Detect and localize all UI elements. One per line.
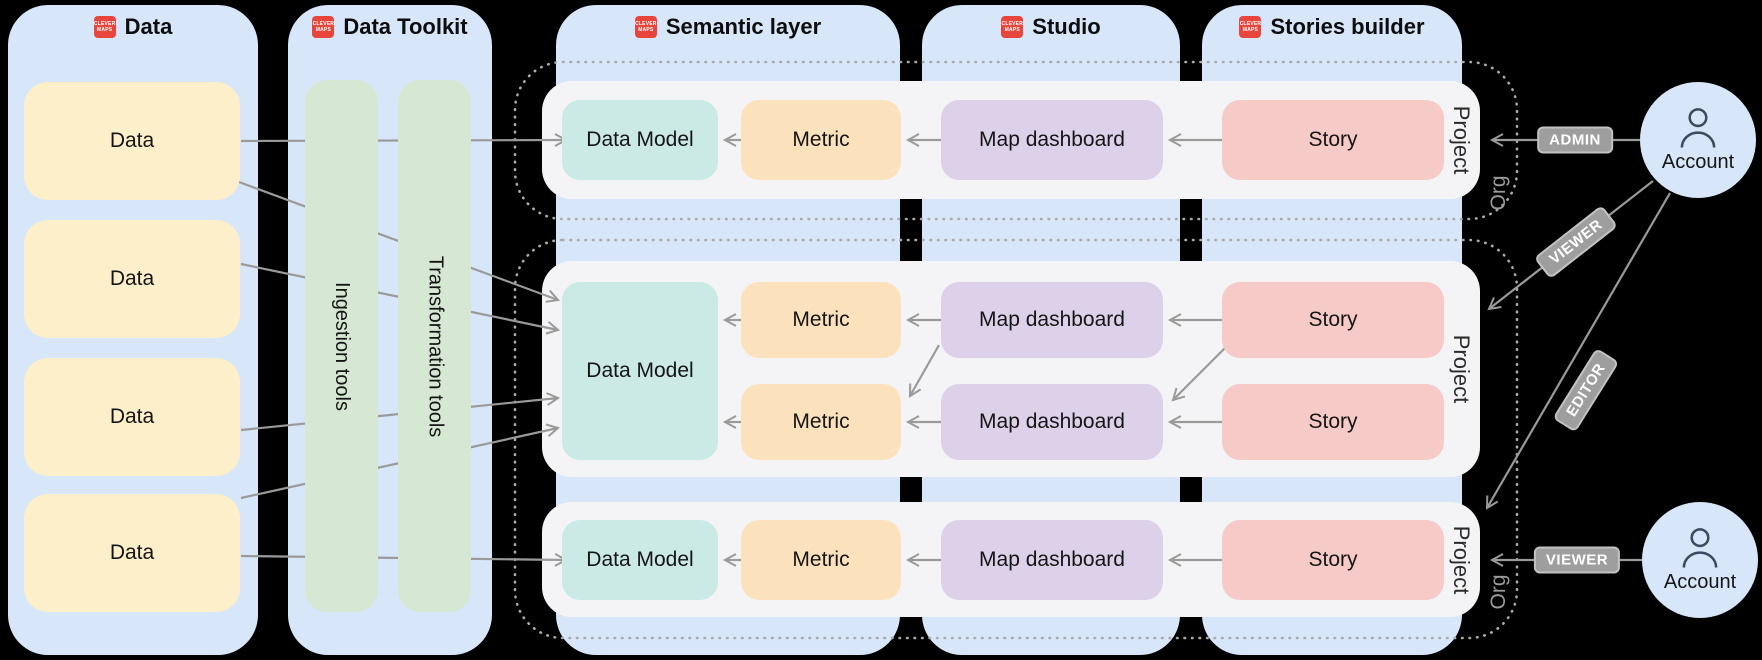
role-badge-admin: ADMIN <box>1537 126 1613 154</box>
person-icon <box>1680 108 1716 148</box>
story-box: Story <box>1222 520 1444 600</box>
transformation-tools-bar: Transformation tools <box>398 80 471 612</box>
project-label: Project <box>1449 525 1475 594</box>
metric-box: Metric <box>741 384 901 460</box>
story-box: Story <box>1222 384 1444 460</box>
data-source-box: Data <box>24 82 240 200</box>
org-label: Org <box>1487 574 1510 610</box>
data-source-box: Data <box>24 494 240 612</box>
column-title: Studio <box>1032 14 1101 39</box>
account-node: Account <box>1642 502 1758 618</box>
account-label: Account <box>1661 151 1735 173</box>
org-label: Org <box>1487 175 1510 211</box>
account-label: Account <box>1663 571 1737 593</box>
map-dashboard-box: Map dashboard <box>941 384 1163 460</box>
map-dashboard-box: Map dashboard <box>941 100 1163 180</box>
ingestion-tools-bar: Ingestion tools <box>305 80 378 612</box>
account-node: Account <box>1640 82 1756 198</box>
column-title: Semantic layer <box>665 14 822 39</box>
data-model-box: Data Model <box>562 100 718 180</box>
column-title: Data <box>124 14 173 39</box>
project-label: Project <box>1449 105 1475 175</box>
column-title: Data Toolkit <box>343 14 468 39</box>
data-source-box: Data <box>24 220 240 338</box>
story-box: Story <box>1222 282 1444 358</box>
data-model-box: Data Model <box>562 520 718 600</box>
story-box: Story <box>1222 100 1444 180</box>
data-source-box: Data <box>24 358 240 476</box>
metric-box: Metric <box>741 100 901 180</box>
data-model-box: Data Model <box>562 282 718 460</box>
person-icon <box>1682 528 1718 568</box>
role-badge-editor: EDITOR <box>1552 347 1620 433</box>
role-badge-viewer: VIEWER <box>1533 204 1619 280</box>
role-badge-viewer: VIEWER <box>1533 546 1621 574</box>
project-label: Project <box>1449 334 1475 404</box>
map-dashboard-box: Map dashboard <box>941 520 1163 600</box>
metric-box: Metric <box>741 520 901 600</box>
map-dashboard-box: Map dashboard <box>941 282 1163 358</box>
metric-box: Metric <box>741 282 901 358</box>
column-title: Stories builder <box>1270 14 1425 39</box>
